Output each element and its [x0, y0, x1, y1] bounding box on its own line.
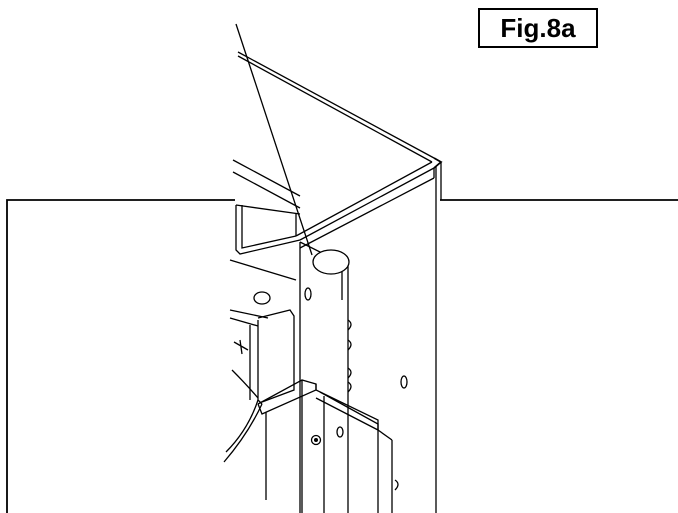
leader-line: [235, 23, 313, 256]
hinge-bracket: [299, 241, 350, 513]
inner-bracket: [232, 159, 301, 255]
lower-angle-bracket: [257, 379, 393, 513]
side-panel-edge: [435, 162, 442, 513]
front-panel-outline: [6, 199, 678, 513]
hinge-knuckles: [347, 319, 408, 491]
left-inner-structure: [223, 259, 297, 463]
cabinet-top: [237, 51, 443, 249]
figure-label: Fig.8a: [478, 8, 598, 48]
